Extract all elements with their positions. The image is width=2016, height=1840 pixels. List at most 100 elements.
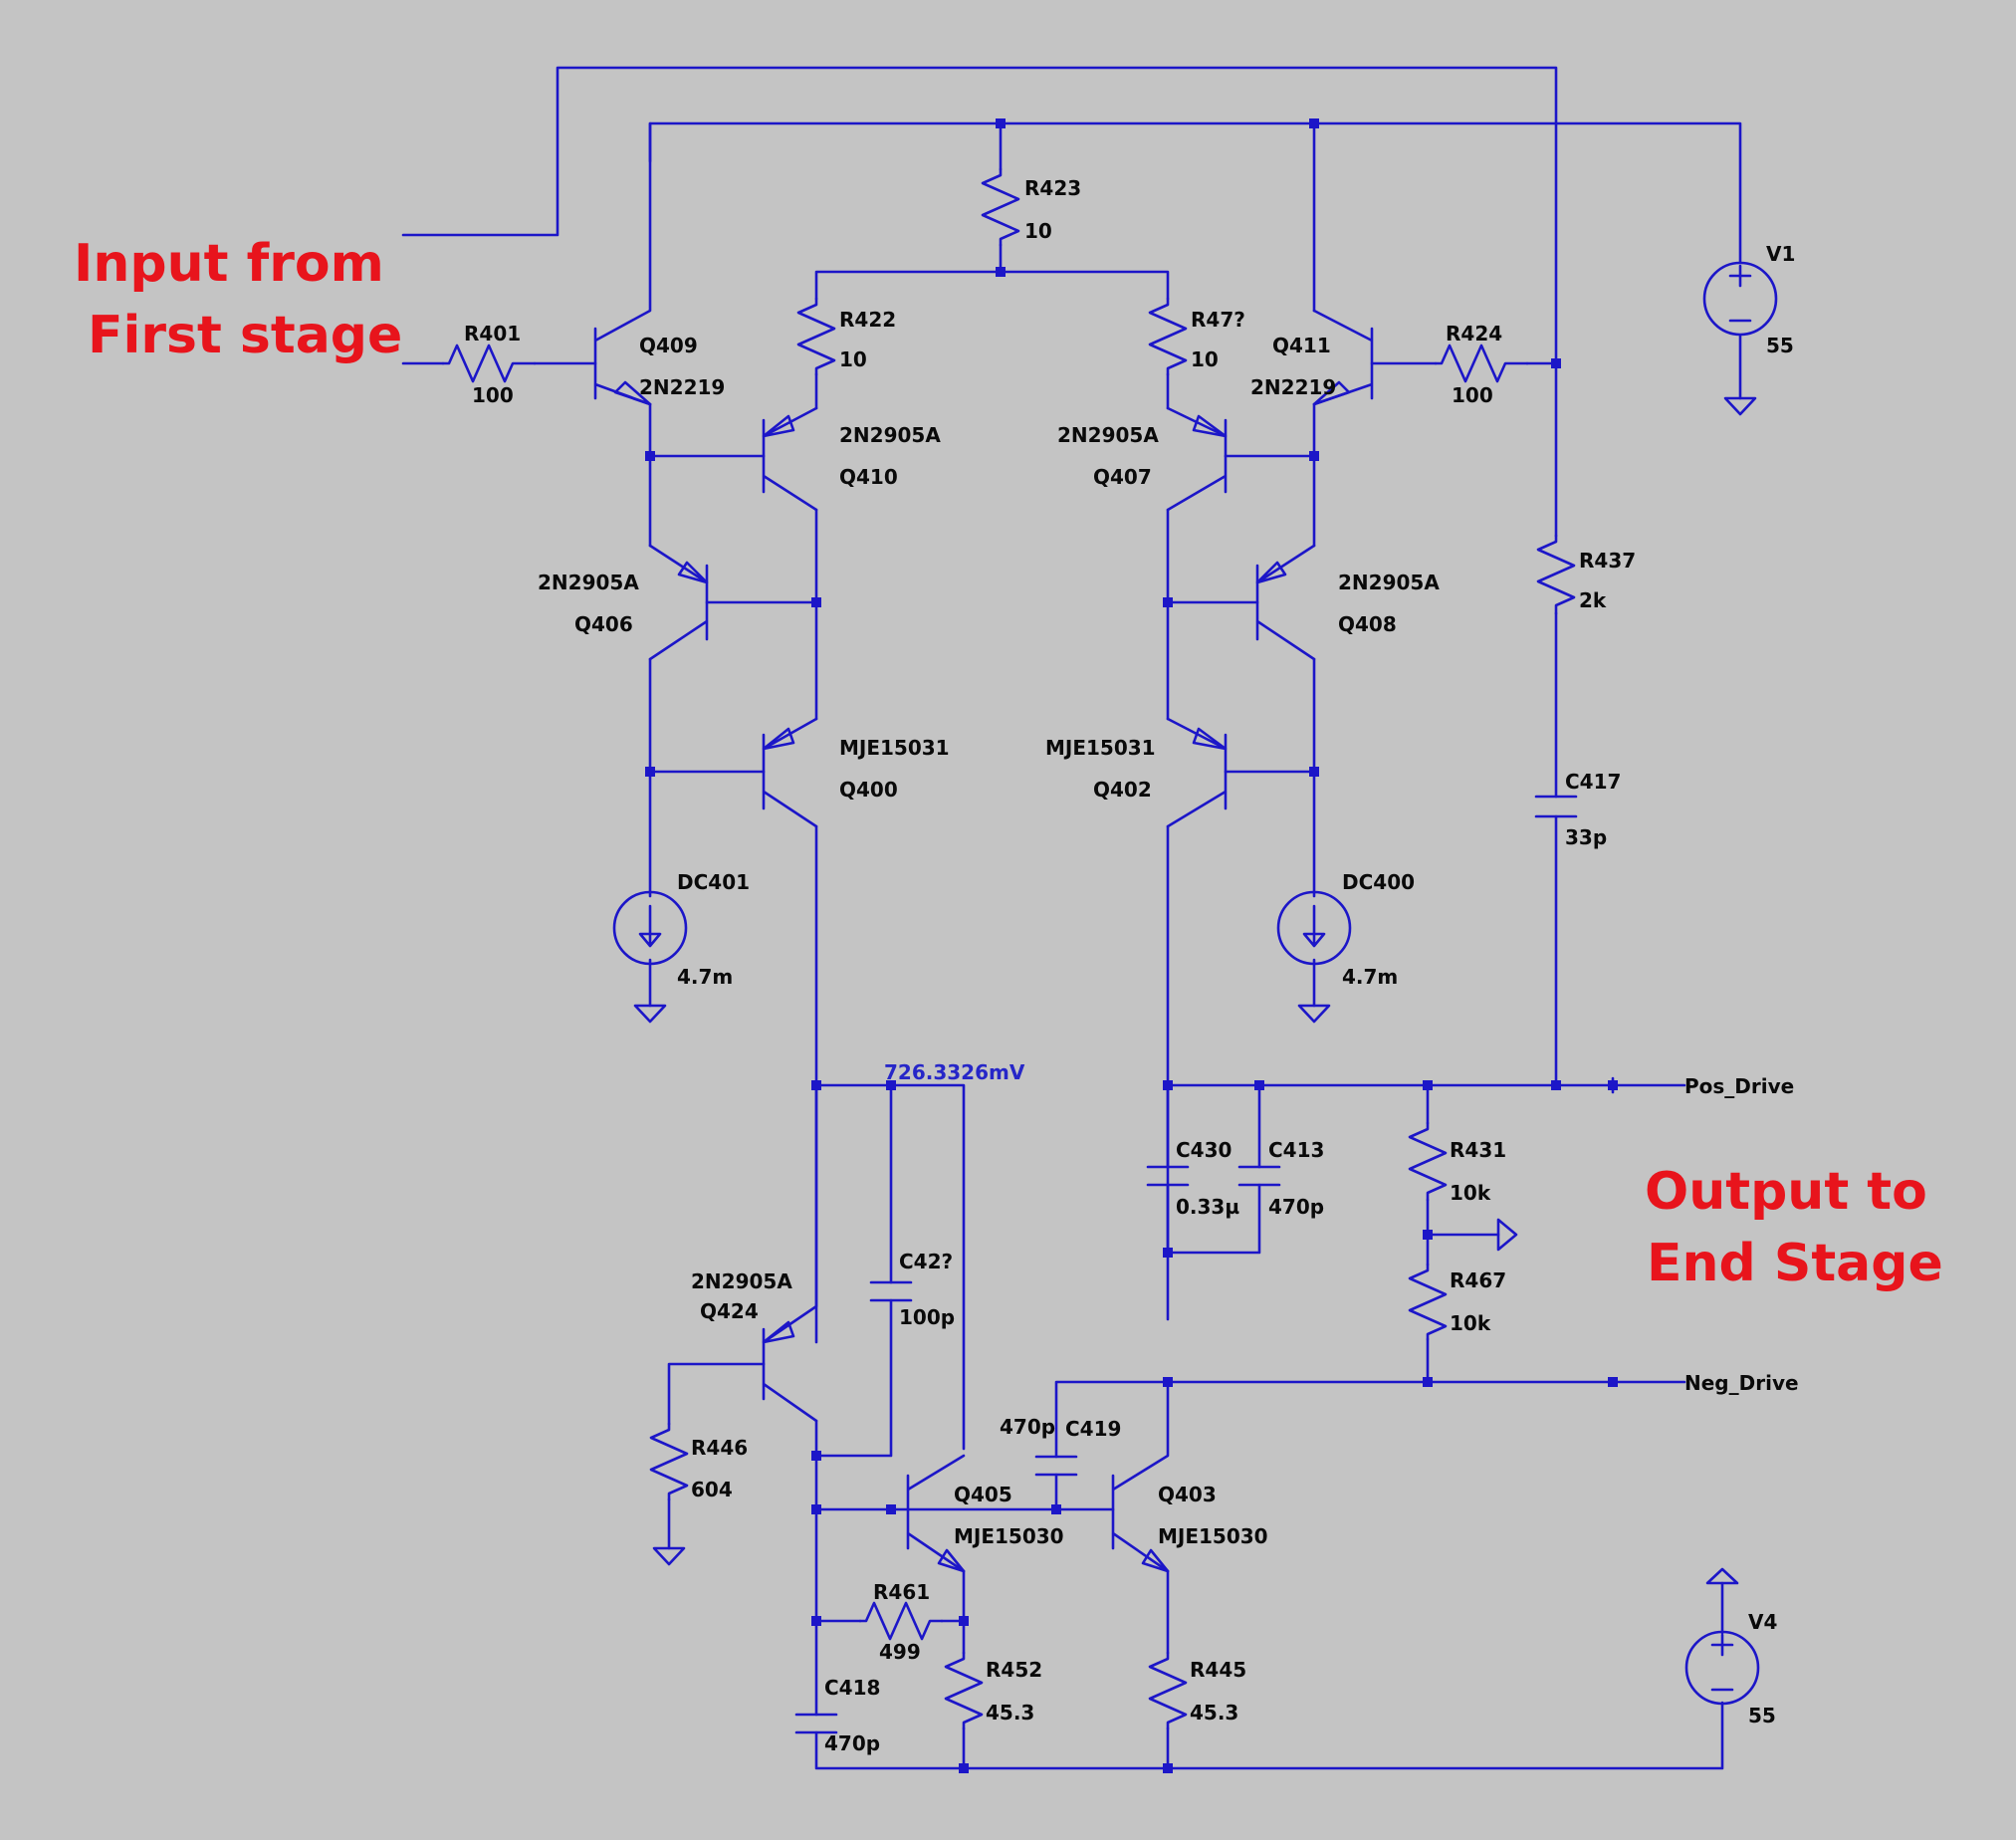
r424-ref: R424 [1446, 322, 1502, 345]
q405-value: MJE15030 [954, 1524, 1064, 1548]
c418-ref: C418 [824, 1676, 880, 1700]
q400-ref: Q400 [839, 778, 898, 802]
voltage-source-v4 [1684, 1630, 1760, 1706]
transistor-q403 [1111, 1380, 1170, 1573]
junction-dot [1051, 1504, 1061, 1514]
q409-ref: Q409 [639, 334, 698, 357]
emitter-arrow-icon [762, 727, 795, 751]
capacitor-c417 [1534, 795, 1578, 818]
current-source-dc401 [612, 890, 688, 966]
q410-ref: Q410 [839, 465, 898, 489]
r461-value: 499 [879, 1640, 921, 1664]
emitter-arrow-icon [1141, 1548, 1170, 1573]
q402-value: MJE15031 [1045, 736, 1156, 760]
q408-ref: Q408 [1338, 612, 1397, 636]
wire-c430-c413-bottom [1166, 1183, 1261, 1255]
r401-value: 100 [472, 383, 514, 407]
current-sources [612, 890, 1352, 966]
wire-r422-r47-bus [814, 270, 1170, 301]
junction-dot [996, 267, 1006, 277]
capacitors [794, 795, 1578, 1734]
resistor-r445 [1148, 1651, 1188, 1730]
junction-dot [1163, 1377, 1173, 1387]
plus-icon [1728, 264, 1752, 288]
v1-ref: V1 [1766, 242, 1795, 266]
down-arrow-icon [638, 904, 662, 948]
q405-ref: Q405 [954, 1483, 1012, 1506]
r437-ref: R437 [1579, 549, 1636, 573]
c413-value: 470p [1268, 1195, 1324, 1219]
voltage-probe-readout: 726.3326mV [884, 1060, 1025, 1084]
transistor-q407 [1166, 406, 1228, 512]
wire-top-rail [648, 121, 1742, 264]
q403-ref: Q403 [1158, 1483, 1217, 1506]
c417-ref: C417 [1565, 770, 1621, 794]
capacitor-c42x [869, 1280, 913, 1302]
resistor-r461 [858, 1601, 944, 1641]
dc401-ref: DC401 [677, 870, 750, 894]
plus-icon [1710, 1633, 1734, 1657]
resistor-r452 [944, 1651, 984, 1730]
transistor-q409 [593, 121, 652, 406]
r422-ref: R422 [839, 308, 896, 332]
component-labels: R423 10 R422 10 R47? 10 R401 100 R424 10… [464, 176, 1795, 1755]
resistor-r431 [1408, 1121, 1448, 1202]
junction-dot [1423, 1080, 1433, 1090]
net-label-neg-drive: Neg_Drive [1684, 1371, 1799, 1395]
current-source-dc400 [1276, 890, 1352, 966]
transistor-q400 [762, 717, 818, 828]
annotation-input-line2: First stage [88, 306, 402, 365]
down-arrow-icon [1302, 904, 1326, 948]
r445-value: 45.3 [1190, 1701, 1238, 1725]
c419-ref: C419 [1065, 1417, 1121, 1441]
voltage-sources [1684, 261, 1778, 1706]
q403-value: MJE15030 [1158, 1524, 1268, 1548]
junction-dot [645, 767, 655, 777]
r452-value: 45.3 [986, 1701, 1034, 1725]
resistor-r437 [1536, 534, 1576, 615]
r446-ref: R446 [691, 1436, 748, 1460]
dc400-value: 4.7m [1342, 965, 1398, 989]
capacitor-c413 [1237, 1165, 1281, 1187]
r461-ref: R461 [873, 1580, 930, 1604]
annotation-output-line1: Output to [1645, 1162, 1927, 1222]
transistor-q408 [1255, 544, 1316, 661]
dc400-ref: DC400 [1342, 870, 1415, 894]
emitter-arrow-icon [613, 380, 652, 406]
q424-ref: Q424 [700, 1299, 759, 1323]
junction-dot [1163, 1763, 1173, 1773]
capacitor-c418 [794, 1713, 838, 1734]
r47x-ref: R47? [1191, 308, 1245, 332]
junction-dot [996, 118, 1006, 128]
transistor-q406 [648, 544, 709, 661]
supply-up-icon [1705, 1567, 1739, 1585]
emitter-arrow-icon [677, 561, 709, 584]
r424-value: 100 [1452, 383, 1493, 407]
junction-dot [1163, 1248, 1173, 1258]
junction-dot [811, 1451, 821, 1461]
r431-value: 10k [1450, 1181, 1491, 1205]
junction-dot [1309, 118, 1319, 128]
transistor-q411 [1312, 309, 1374, 406]
v4-value: 55 [1748, 1704, 1776, 1727]
junction-dot [1423, 1230, 1433, 1240]
q411-ref: Q411 [1272, 334, 1331, 357]
emitter-arrow-icon [762, 414, 795, 438]
wire-q424-base [667, 1362, 766, 1426]
q407-value: 2N2905A [1057, 423, 1159, 447]
junction-dot [886, 1504, 896, 1514]
wire-measure-node [814, 1083, 966, 1451]
emitter-arrow-icon [1192, 414, 1228, 438]
junction-dot [811, 1616, 821, 1626]
c42x-ref: C42? [899, 1250, 953, 1273]
net-label-pos-drive: Pos_Drive [1684, 1074, 1794, 1098]
c430-ref: C430 [1176, 1138, 1232, 1162]
c42x-value: 100p [899, 1305, 955, 1329]
c417-value: 33p [1565, 825, 1607, 849]
transistors [593, 121, 1374, 1573]
ground-icon [1297, 1004, 1331, 1024]
junction-dot [1551, 1080, 1561, 1090]
junction-dot [1309, 767, 1319, 777]
resistor-r467 [1408, 1263, 1448, 1341]
